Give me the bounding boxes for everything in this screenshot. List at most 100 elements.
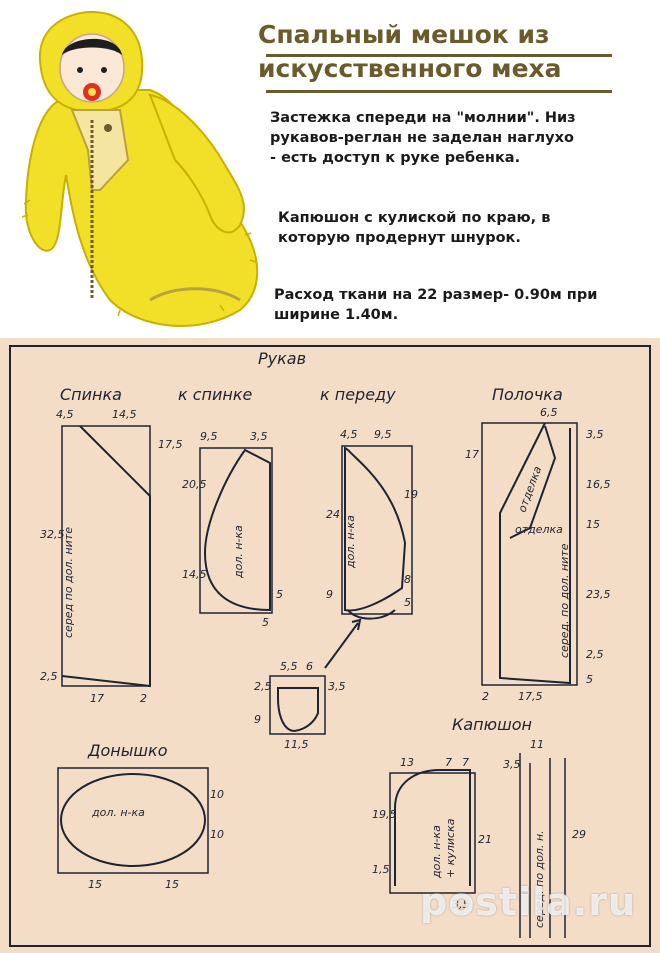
hood-dim: 13 [400, 756, 414, 769]
bottom-ellipse [60, 773, 206, 867]
hood-dim: 1,5 [372, 863, 390, 876]
header-area: Спальный мешок из искусственного меха За… [0, 0, 660, 340]
sleeve-front-grain: дол. н-ка [344, 515, 357, 569]
hood-strip-text: серед. по дол. н. [533, 830, 546, 928]
pattern-sheet: Рукав Спинка к спинке к переду Полочка Д… [0, 338, 660, 953]
sleeve-back-dim: 3,5 [250, 430, 268, 443]
bottom-dim: 15 [165, 878, 179, 891]
description-paragraph-2: Капюшон с кулиской по краю, в которую пр… [278, 208, 550, 248]
sleeve-back-grain: дол. н-ка [232, 525, 245, 579]
back-piece-frame [61, 425, 151, 687]
hood-dim: 7 [445, 756, 452, 769]
front-dim: 17,5 [518, 690, 543, 703]
hood-dim: 19,5 [372, 808, 397, 821]
bottom-title: Донышко [87, 741, 168, 760]
bottom-dim: 10 [210, 788, 224, 801]
front-dim: 23,5 [586, 588, 611, 601]
gusset-contour [277, 687, 319, 732]
hood-frame [389, 772, 476, 894]
gusset-dim: 9 [254, 713, 261, 726]
back-dim: 14,5 [112, 408, 137, 421]
title-underline [266, 54, 612, 57]
gusset-dim: 2,5 [254, 680, 272, 693]
hood-dim: 11 [530, 738, 544, 751]
description-line: Застежка спереди на "молнии". Низ [270, 110, 576, 126]
sleeve-front-title: к переду [320, 385, 396, 404]
page-title-line-1: Спальный мешок из [258, 20, 550, 49]
description-paragraph-1: Застежка спереди на "молнии". Низ рукаво… [270, 108, 576, 168]
front-dim: 5 [586, 673, 593, 686]
back-dim: 17,5 [158, 438, 183, 451]
front-title: Полочка [492, 385, 563, 404]
front-dim: 17 [465, 448, 479, 461]
gusset-dim: 5,5 [280, 660, 298, 673]
description-line: ширине 1.40м. [274, 307, 399, 323]
sleeve-front-dim: 8 [404, 573, 411, 586]
front-dim: 3,5 [586, 428, 604, 441]
arrow-head [351, 618, 362, 631]
front-trim-text: отделка [515, 523, 563, 536]
gusset-dim: 11,5 [284, 738, 309, 751]
bottom-dim: 15 [88, 878, 102, 891]
sleeve-back-frame [199, 447, 273, 614]
sleeve-back-title: к спинке [178, 385, 253, 404]
front-dim: 2 [482, 690, 489, 703]
hood-title: Капюшон [452, 715, 532, 734]
title-underline [266, 90, 612, 93]
arrow-line [324, 622, 359, 669]
front-trim [509, 425, 557, 539]
front-grain-text: серед. по дол. ните [558, 543, 571, 658]
bottom-dim: 10 [210, 828, 224, 841]
gusset-dim: 3,5 [328, 680, 346, 693]
bottom-frame [57, 767, 209, 874]
pattern-drawing: Рукав Спинка к спинке к переду Полочка Д… [9, 345, 651, 947]
back-dim: 2,5 [40, 670, 58, 683]
gusset-dim: 6 [306, 660, 313, 673]
sleeve-front-dim: 4,5 [340, 428, 358, 441]
sleeve-title: Рукав [258, 349, 306, 368]
back-piece-contour [61, 425, 151, 688]
description-line: Капюшон с кулиской по краю, в [278, 210, 551, 226]
watermark: postila.ru [420, 880, 637, 924]
sleeve-front-dim: 5 [404, 596, 411, 609]
bottom-grain: дол. н-ка [91, 806, 145, 819]
sleeve-front-dim: 19 [404, 488, 418, 501]
title-block: Спальный мешок из искусственного меха [258, 18, 638, 93]
front-piece-frame [481, 422, 578, 686]
back-dim: 32,5 [40, 528, 65, 541]
back-dim: 4,5 [56, 408, 74, 421]
sleeve-back-dim: 5 [276, 588, 283, 601]
sleeve-back-contour [203, 448, 271, 612]
hood-dim: 7 [462, 756, 469, 769]
hood-contour [394, 769, 471, 886]
front-dim: 15 [586, 518, 600, 531]
hood-text: дол. н-ка [430, 825, 443, 879]
sleeve-back-dim: 5 [262, 616, 269, 629]
sleeve-front-dim: 24 [326, 508, 340, 521]
description-line: которую продернут шнурок. [278, 230, 521, 246]
front-piece-contour [499, 422, 571, 685]
front-dim: 16,5 [586, 478, 611, 491]
hood-strip [519, 753, 566, 938]
description-paragraph-3: Расход ткани на 22 размер- 0.90м при шир… [274, 285, 597, 325]
back-dim: 2 [140, 692, 147, 705]
hood-dim: 21 [478, 833, 492, 846]
hood-text: + кулиска [444, 818, 457, 878]
sleeve-front-frame [341, 445, 413, 615]
back-dim: 17 [90, 692, 104, 705]
description-line: Расход ткани на 22 размер- 0.90м при [274, 287, 598, 303]
hood-dim: 3,5 [452, 898, 470, 911]
sleeve-back-dim: 14,5 [182, 568, 207, 581]
description-line: рукавов-реглан не заделан наглухо [270, 130, 574, 146]
sleeve-back-dim: 9,5 [200, 430, 218, 443]
baby-illustration [21, 10, 259, 327]
back-title: Спинка [60, 385, 122, 404]
sleeve-front-contour [344, 446, 407, 612]
sleeve-front-dim: 9,5 [374, 428, 392, 441]
hood-dim: 3,5 [503, 758, 521, 771]
page-title-line-2: искусственного меха [258, 54, 562, 83]
sheet-frame [9, 345, 651, 947]
sleeve-front-cuff [347, 609, 396, 620]
back-grain-text: серед по дол. ните [62, 527, 75, 638]
description-line: - есть доступ к руке ребенка. [270, 150, 521, 166]
